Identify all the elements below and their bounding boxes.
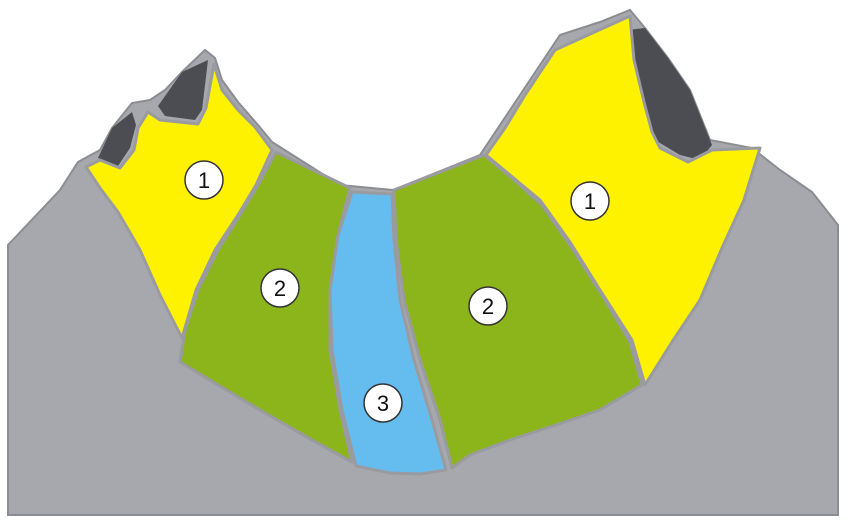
- zone-2-left-badge: 2: [261, 269, 299, 307]
- zone-label: 3: [377, 391, 389, 416]
- zone-label: 1: [198, 168, 210, 193]
- zone-label: 2: [482, 294, 494, 319]
- zone-label: 1: [584, 189, 596, 214]
- zone-1-right-badge: 1: [571, 182, 609, 220]
- zone-1-left-badge: 1: [185, 161, 223, 199]
- zone-2-right-badge: 2: [469, 287, 507, 325]
- zone-3-center-badge: 3: [364, 384, 402, 422]
- zone-label: 2: [274, 276, 286, 301]
